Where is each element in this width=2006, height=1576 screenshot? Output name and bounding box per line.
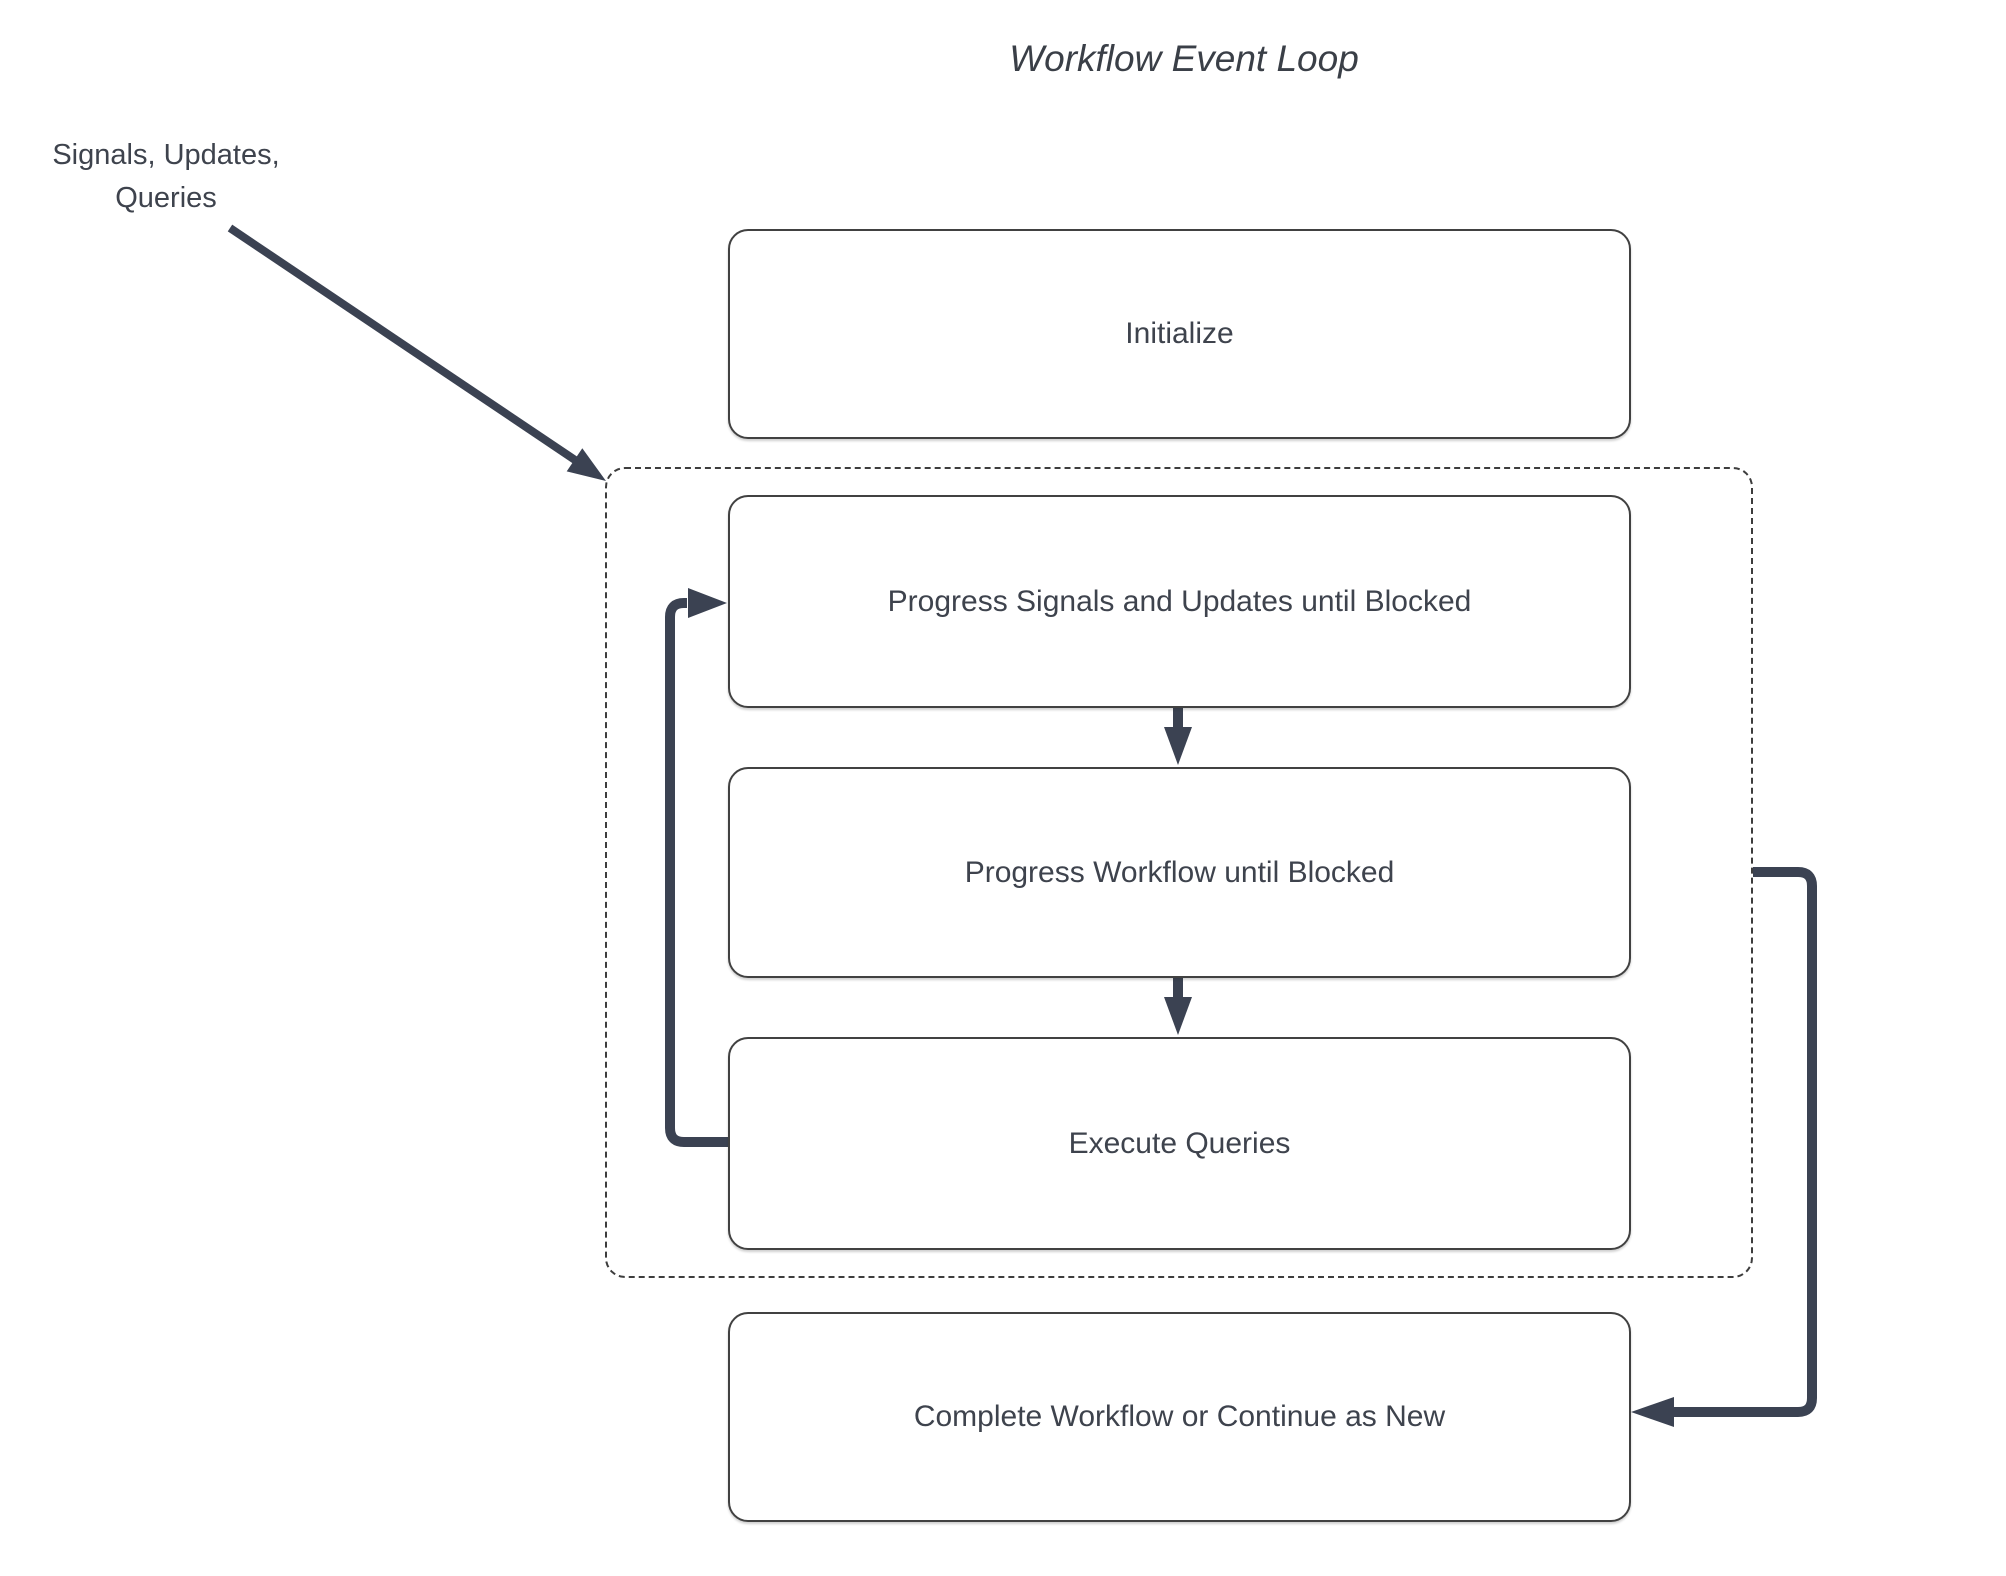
- node-initialize-label: Initialize: [1125, 317, 1234, 350]
- node-progress-workflow: Progress Workflow until Blocked: [728, 767, 1631, 978]
- external-input-label-line1: Signals, Updates,: [52, 139, 280, 171]
- external-input-label-line2: Queries: [115, 182, 217, 214]
- node-initialize: Initialize: [728, 229, 1631, 439]
- node-progress-signals-updates-label: Progress Signals and Updates until Block…: [887, 584, 1472, 618]
- node-progress-signals-updates: Progress Signals and Updates until Block…: [728, 495, 1631, 708]
- external-input-arrow: [227, 224, 606, 481]
- loop-back-arrow: [665, 588, 728, 1147]
- external-input-label: Signals, Updates, Queries: [16, 134, 316, 220]
- node-complete-workflow: Complete Workflow or Continue as New: [728, 1312, 1631, 1522]
- node-complete-workflow-label: Complete Workflow or Continue as New: [913, 1400, 1446, 1433]
- node-execute-queries-label: Execute Queries: [1068, 1126, 1291, 1160]
- continue-arrow: [1631, 867, 1817, 1427]
- event-loop-group: [605, 467, 1753, 1278]
- diagram-title: Workflow Event Loop: [1009, 38, 1359, 79]
- node-execute-queries: Execute Queries: [728, 1037, 1631, 1250]
- flow-arrow-signals-to-workflow: [1164, 708, 1192, 765]
- flow-arrow-workflow-to-queries: [1164, 978, 1192, 1035]
- node-progress-workflow-label: Progress Workflow until Blocked: [964, 855, 1395, 889]
